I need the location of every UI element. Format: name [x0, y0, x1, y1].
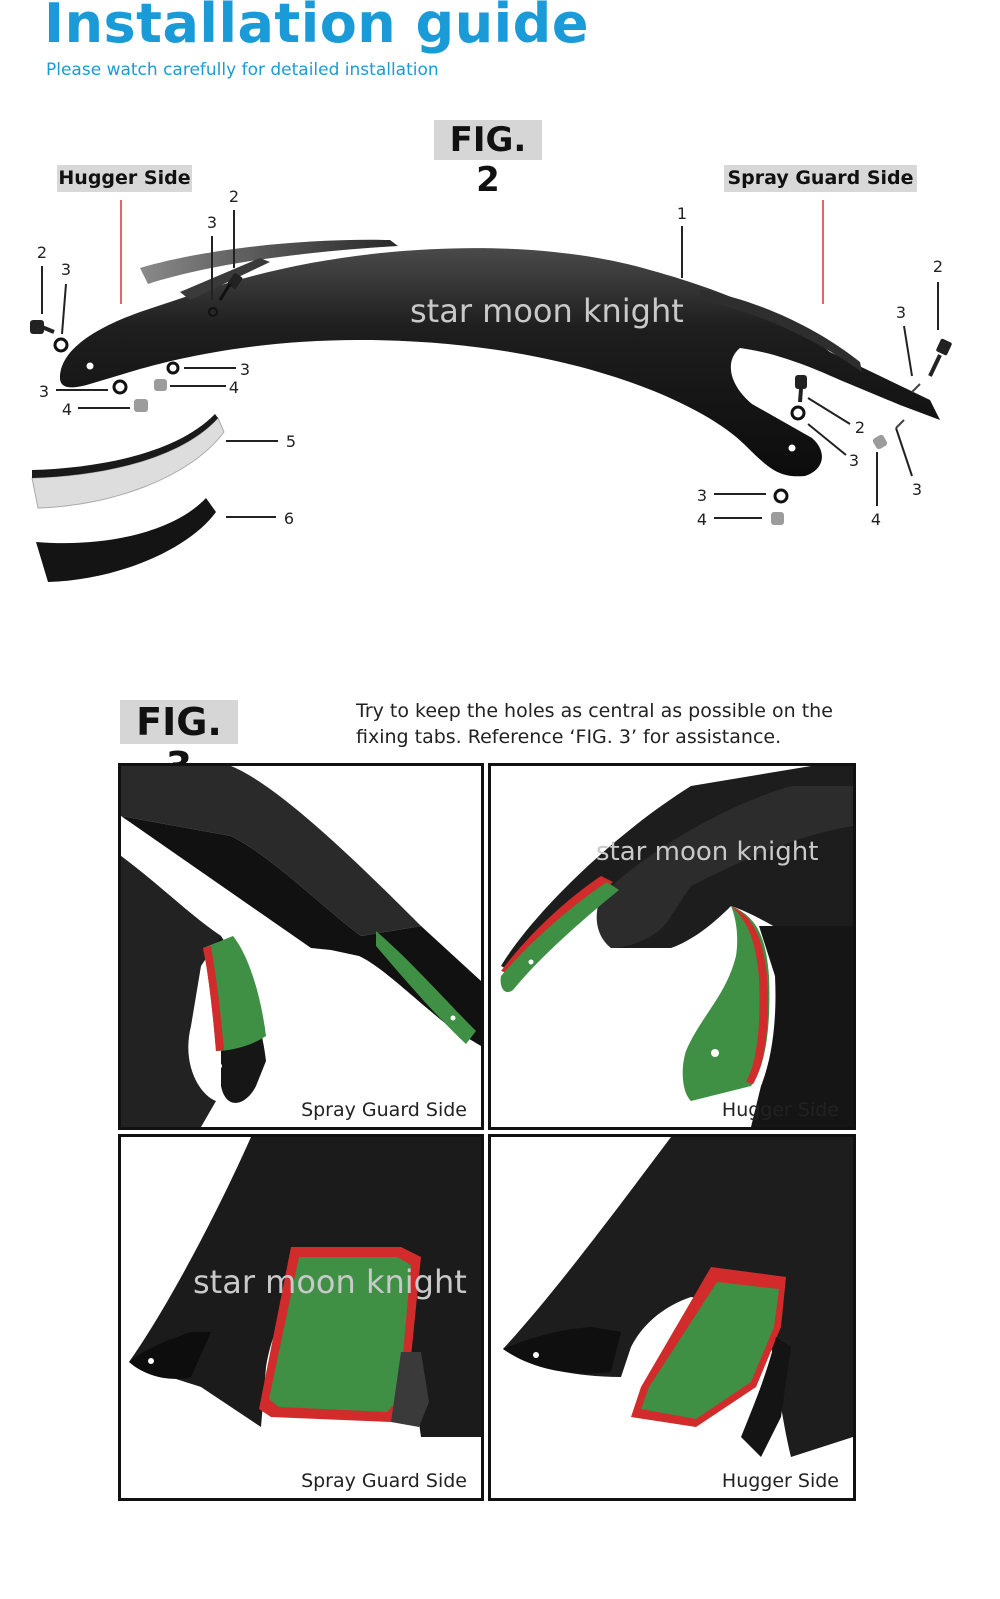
panel-caption: Spray Guard Side	[301, 1470, 467, 1492]
fig3-panel-hugger-top: star moon knight Hugger Side	[488, 763, 856, 1130]
fig2-label: FIG. 2	[434, 120, 542, 200]
callout-1: 1	[677, 204, 687, 223]
nut-icon	[134, 399, 148, 412]
nut-icon	[771, 512, 784, 525]
washer-icon	[208, 307, 218, 317]
hole-icon	[711, 1049, 719, 1057]
callout-4: 4	[62, 400, 72, 419]
washer-icon	[773, 488, 789, 504]
callout-4: 4	[697, 510, 707, 529]
washer-icon	[53, 337, 69, 353]
callout-2: 2	[37, 243, 47, 262]
callout-2: 2	[229, 187, 239, 206]
fig3-panel-spray-bottom: star moon knight Spray Guard Side	[118, 1134, 484, 1501]
fender-body	[60, 239, 940, 477]
bolt-icon	[227, 273, 243, 289]
watermark: star moon knight	[193, 1263, 467, 1301]
callout-3: 3	[39, 382, 49, 401]
callout-5: 5	[286, 432, 296, 451]
leader-lines	[41, 210, 939, 519]
callout-3: 3	[896, 303, 906, 322]
hole-icon	[528, 959, 534, 965]
hugger-side-label: Hugger Side	[57, 165, 192, 192]
pad-part-6	[36, 498, 216, 582]
nut-icon	[872, 434, 888, 450]
watermark: star moon knight	[410, 292, 684, 330]
callout-3: 3	[61, 260, 71, 279]
hole-icon	[86, 362, 94, 370]
washer-icon	[790, 405, 806, 421]
callout-2: 2	[933, 257, 943, 276]
callout-4: 4	[229, 378, 239, 397]
callout-6: 6	[284, 509, 294, 528]
callout-3: 3	[912, 480, 922, 499]
spray-guard-side-label: Spray Guard Side	[724, 165, 917, 192]
callout-numbers: 1 2 2 2 2 3 3 3 3 3 3 3 3 4 4 4 4 5 6	[37, 187, 943, 529]
callout-3: 3	[240, 360, 250, 379]
exploded-diagram: star moon knight	[30, 187, 952, 582]
hole-icon	[533, 1352, 539, 1358]
panel-caption: Spray Guard Side	[301, 1099, 467, 1121]
hole-icon	[450, 1015, 456, 1021]
callout-4: 4	[871, 510, 881, 529]
page-subtitle: Please watch carefully for detailed inst…	[46, 60, 439, 80]
bolt-icon	[30, 320, 44, 334]
panel-caption: Hugger Side	[721, 1099, 839, 1121]
watermark: star moon knight	[596, 837, 818, 867]
callout-3: 3	[207, 213, 217, 232]
pad-part-5	[31, 414, 225, 509]
fig3-label: FIG. 3	[120, 700, 238, 788]
fig3-instructions: Try to keep the holes as central as poss…	[356, 700, 833, 748]
washer-icon	[112, 379, 128, 395]
page-title: Installation guide	[44, 0, 589, 55]
hole-icon	[216, 1063, 222, 1069]
callout-3: 3	[697, 486, 707, 505]
fasteners-spray	[771, 338, 952, 525]
nut-icon	[154, 379, 167, 391]
fasteners-hugger	[30, 273, 243, 412]
callout-2: 2	[855, 418, 865, 437]
bolt-icon	[795, 375, 807, 389]
hole-icon	[788, 444, 796, 452]
panel-caption: Hugger Side	[721, 1470, 839, 1492]
callout-3: 3	[849, 451, 859, 470]
washer-icon	[166, 361, 180, 375]
fig3-panel-spray-top: Spray Guard Side	[118, 763, 484, 1130]
hole-icon	[148, 1358, 154, 1364]
bolt-icon	[936, 338, 952, 356]
fig3-panel-hugger-bottom: Hugger Side	[488, 1134, 856, 1501]
